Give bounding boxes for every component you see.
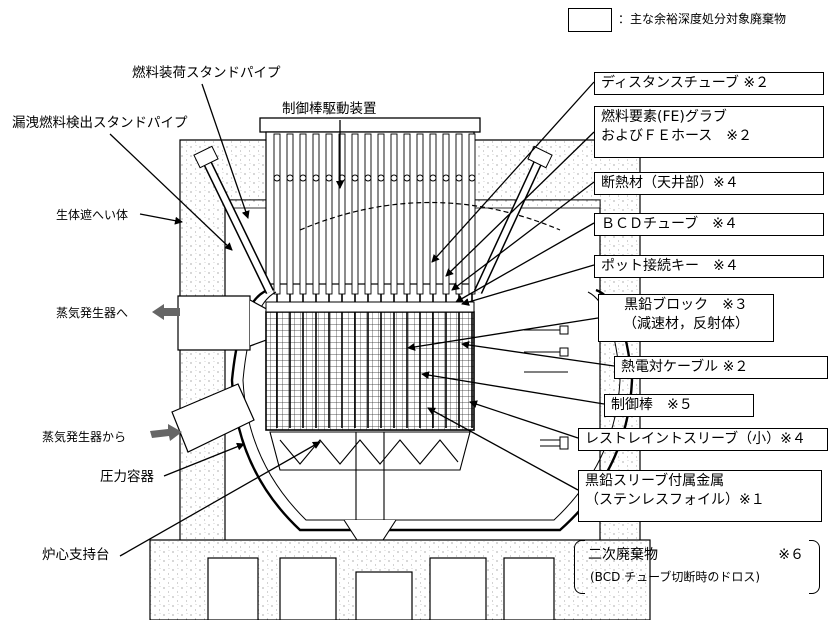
box-control-rod: 制御棒 ※５	[604, 394, 754, 417]
box-bcd-tube: ＢＣＤチューブ ※４	[594, 213, 824, 236]
box-metal-line1: 黒鉛スリーブ付属金属	[585, 473, 725, 489]
leak-detection-standpipe	[193, 145, 275, 294]
drive-tube	[351, 133, 359, 295]
legend-swatch	[568, 8, 612, 32]
label-fuel-standpipe: 燃料装荷スタンドパイプ	[132, 65, 281, 81]
drive-tube-joint	[455, 174, 463, 182]
lower-compartments	[149, 539, 651, 620]
leader-leak-standpipe	[109, 133, 233, 251]
bracket-left	[574, 540, 585, 594]
label-leak-standpipe: 漏洩燃料検出スタンドパイプ	[12, 115, 188, 131]
label-bio-shield: 生体遮へい体	[56, 208, 129, 222]
box-thermocouple: 熱電対ケーブル ※２	[614, 356, 828, 379]
leader-core-support	[119, 441, 321, 557]
box-distance-tube: ディスタンスチューブ ※２	[594, 72, 824, 95]
box-metal: 黒鉛スリーブ付属金属 （ステンレスフォイル）※１	[578, 470, 822, 522]
secondary-title: 二次廃棄物	[588, 547, 658, 563]
to-sg-arrow	[152, 304, 180, 320]
label-to-sg: 蒸気発生器へ	[56, 306, 129, 320]
drive-tube	[442, 133, 450, 295]
leader-fe-grab	[445, 131, 595, 277]
leader-bio-shield	[139, 213, 183, 225]
label-core-support: 炉心支持台	[42, 547, 110, 563]
label-pressure-vessel: 圧力容器	[100, 469, 154, 485]
box-fe-grab: 燃料要素(FE)グラブ およびＦＥホース ※２	[594, 106, 824, 158]
drive-tube-joint	[299, 174, 307, 182]
box-graphite-line1: 黒鉛ブロック ※３	[624, 297, 748, 313]
box-graphite: 黒鉛ブロック ※３ （減速材，反射体）	[598, 294, 774, 342]
label-cr-drive: 制御棒駆動装置	[282, 101, 377, 117]
drive-tube-joint	[286, 174, 294, 182]
drive-tube	[312, 133, 320, 295]
leader-thermocouple	[461, 341, 615, 367]
drive-tube-joint	[377, 174, 385, 182]
drive-tube	[455, 133, 463, 295]
drive-tube	[325, 133, 333, 295]
drive-tube-joint	[429, 174, 437, 182]
drive-tube	[273, 133, 281, 295]
leader-control-rod	[421, 371, 605, 405]
drive-tube	[299, 133, 307, 295]
box-fe-grab-line1: 燃料要素(FE)グラブ	[601, 109, 727, 125]
leader-graphite	[407, 317, 599, 351]
box-restraint: レストレイントスリーブ（小）※４	[578, 428, 828, 451]
secondary-detail: (BCD チューブ切断時のドロス)	[590, 570, 761, 584]
drive-tube-joint	[312, 174, 320, 182]
drive-tube	[416, 133, 424, 295]
drive-tube-joint	[364, 174, 372, 182]
drive-tube	[429, 133, 437, 295]
secondary-waste: 二次廃棄物 ※６ (BCD チューブ切断時のドロス)	[574, 540, 820, 594]
leader-pot-key	[461, 264, 595, 306]
drive-tube-joint	[390, 174, 398, 182]
drive-tube-joint	[325, 174, 333, 182]
drive-tube-joint	[273, 174, 281, 182]
drive-tubes	[273, 133, 476, 295]
drive-tube	[286, 133, 294, 295]
box-insulation: 断熱材（天井部）※４	[594, 172, 824, 195]
steam-generator-duct-in	[171, 383, 255, 453]
leader-restraint	[469, 400, 579, 439]
right-standpipe	[473, 145, 553, 294]
right-nozzles	[524, 325, 569, 450]
drive-tube	[377, 133, 385, 295]
box-fe-grab-line2: およびＦＥホース ※２	[601, 128, 753, 144]
drive-tube-joint	[442, 174, 450, 182]
label-from-sg: 蒸気発生器から	[42, 430, 127, 444]
from-sg-arrow	[150, 424, 182, 441]
box-metal-line2: （ステンレスフォイル）※１	[585, 492, 765, 508]
leader-pressure-vessel	[163, 442, 245, 477]
box-graphite-line2: （減速材，反射体）	[623, 316, 749, 332]
leader-insulation	[451, 181, 595, 291]
bracket-right	[809, 540, 820, 594]
drive-tube-joint	[351, 174, 359, 182]
drive-tube	[390, 133, 398, 295]
leader-distance-tube	[431, 81, 595, 263]
box-pot-key: ポット接続キー ※４	[594, 255, 824, 278]
leader-metal	[427, 407, 579, 491]
graphite-core	[265, 294, 475, 431]
drive-tube	[468, 133, 476, 295]
legend-text: ：主な余裕深度処分対象廃棄物	[618, 12, 787, 26]
drive-tube	[403, 133, 411, 295]
drive-tube	[364, 133, 372, 295]
drive-tube-joint	[468, 174, 476, 182]
steam-generator-duct-out	[177, 295, 273, 351]
drive-tube-joint	[403, 174, 411, 182]
drive-tube-joint	[416, 174, 424, 182]
leader-fuel-standpipe	[201, 83, 250, 219]
leader-bcd-tube	[455, 222, 595, 303]
secondary-note: ※６	[778, 547, 804, 563]
